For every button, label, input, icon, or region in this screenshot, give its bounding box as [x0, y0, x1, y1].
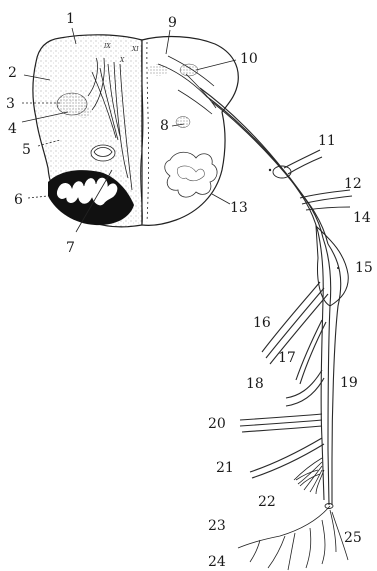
roman-label-9: IX: [103, 43, 111, 50]
label-24: 24: [208, 554, 226, 570]
label-14: 14: [353, 210, 371, 226]
label-11: 11: [318, 133, 336, 149]
label-17: 17: [278, 350, 296, 366]
label-16: 16: [253, 315, 271, 331]
label-20: 20: [208, 416, 226, 432]
label-6: 6: [14, 192, 23, 208]
label-13: 13: [230, 200, 248, 216]
label-18: 18: [246, 376, 264, 392]
label-22: 22: [258, 494, 276, 510]
label-19: 19: [340, 375, 358, 391]
cord-cross-section: [33, 35, 238, 227]
label-25: 25: [344, 530, 362, 546]
label-12: 12: [344, 176, 362, 192]
label-10: 10: [240, 51, 258, 67]
label-23: 23: [208, 518, 226, 534]
label-4: 4: [8, 121, 17, 137]
nucleus-10: [180, 64, 198, 76]
roman-label-10: X: [119, 57, 125, 64]
label-21: 21: [216, 460, 234, 476]
label-8: 8: [160, 118, 169, 134]
label-2: 2: [8, 65, 17, 81]
label-5: 5: [22, 142, 31, 158]
nucleus-8: [176, 117, 190, 128]
label-15: 15: [355, 260, 373, 276]
label-3: 3: [6, 96, 15, 112]
roman-label-11: XI: [131, 46, 139, 53]
label-1: 1: [66, 11, 75, 27]
label-7: 7: [66, 240, 75, 256]
ganglion-swelling-15: [316, 226, 348, 306]
label-9: 9: [168, 15, 177, 31]
